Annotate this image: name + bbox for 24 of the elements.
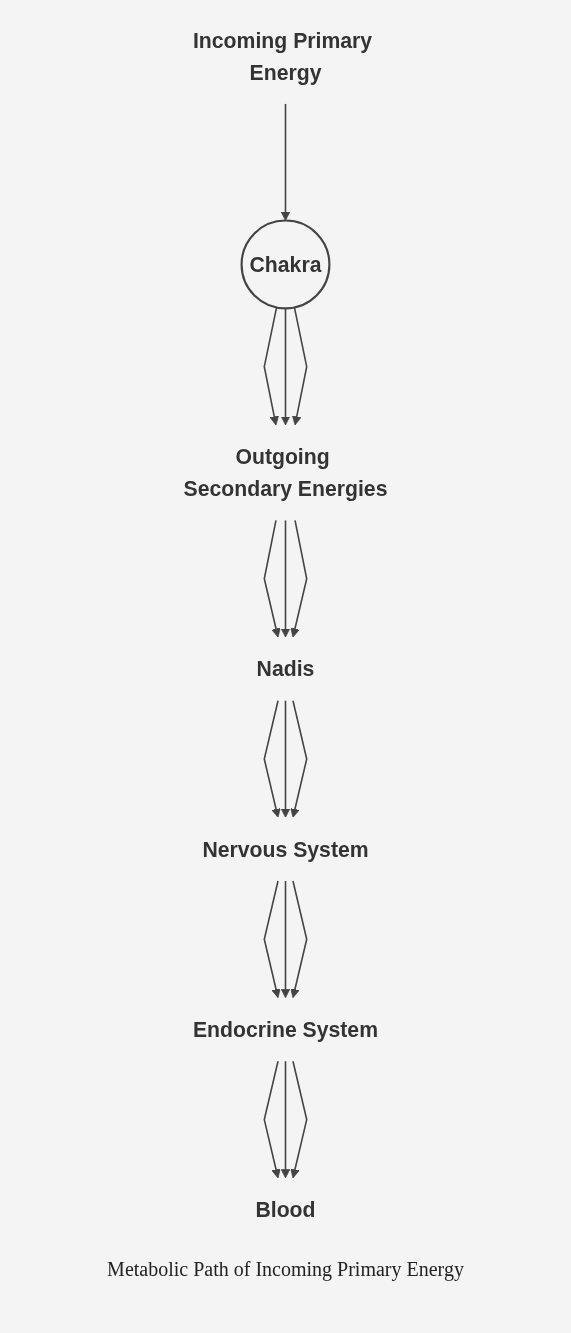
arrow	[280, 699, 291, 818]
node-text: Nervous System	[202, 837, 369, 861]
arrow	[280, 1060, 291, 1179]
arrow	[290, 1060, 308, 1179]
node-text: Nadis	[256, 657, 315, 681]
node-circle: Chakra	[240, 219, 331, 310]
node-text: Outgoing Secondary Energies	[183, 445, 388, 501]
arrow	[263, 880, 281, 999]
figure-caption: Metabolic Path of Incoming Primary Energy	[107, 1258, 464, 1281]
arrow	[280, 103, 291, 221]
node-text: Incoming Primary Energy	[192, 28, 373, 84]
arrow	[292, 306, 308, 426]
arrow	[263, 519, 281, 638]
arrow	[280, 880, 291, 999]
arrow	[290, 880, 308, 999]
node-text: Blood	[255, 1198, 316, 1222]
arrow	[263, 699, 281, 818]
node-text: Endocrine System	[192, 1017, 379, 1042]
arrow	[290, 519, 308, 638]
arrow	[290, 699, 308, 818]
arrow	[263, 306, 279, 426]
arrow	[280, 307, 291, 426]
arrow	[263, 1060, 281, 1179]
arrow	[280, 519, 291, 638]
